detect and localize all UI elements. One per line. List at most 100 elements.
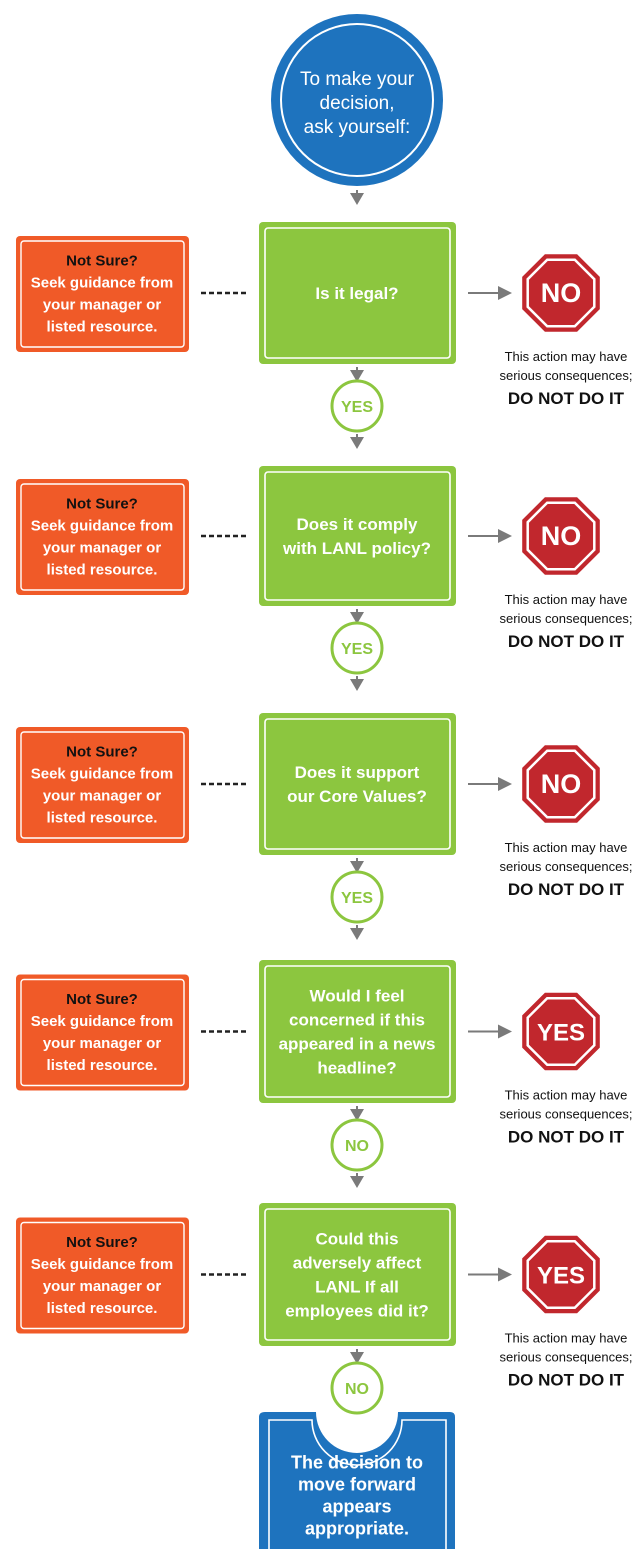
answer-circle — [330, 621, 384, 675]
question-text: Does it support — [295, 763, 420, 782]
warning-text: serious consequences; — [500, 1107, 633, 1122]
question-text: Does it comply — [297, 515, 418, 534]
question-text: concerned if this — [289, 1011, 425, 1030]
not-sure-box-border — [20, 483, 185, 591]
right-arrow-icon — [498, 286, 512, 300]
start-text: ask yourself: — [304, 117, 411, 138]
question-text: with LANL policy? — [282, 539, 431, 558]
warning-emphasis: DO NOT DO IT — [508, 632, 625, 651]
question-box-border — [264, 965, 451, 1098]
right-arrow-icon — [498, 529, 512, 543]
down-arrow-icon — [350, 861, 364, 873]
question-box-border — [264, 718, 451, 850]
end-box — [259, 1412, 455, 1549]
question-box — [259, 1203, 456, 1346]
not-sure-title: Not Sure? — [66, 252, 138, 269]
not-sure-box — [16, 479, 189, 595]
not-sure-box — [16, 727, 189, 843]
stop-sign-ring — [526, 996, 596, 1067]
not-sure-text: Seek guidance from — [31, 765, 174, 782]
not-sure-box-border — [20, 240, 185, 348]
stop-sign-icon — [522, 497, 600, 575]
answer-label: YES — [341, 399, 373, 416]
question-box — [259, 713, 456, 855]
question-box — [259, 466, 456, 606]
not-sure-text: listed resource. — [47, 1300, 158, 1317]
not-sure-text: Seek guidance from — [31, 517, 174, 534]
not-sure-title: Not Sure? — [66, 991, 138, 1008]
down-arrow-icon — [350, 679, 364, 691]
stop-sign-icon — [522, 745, 600, 823]
down-arrow-icon — [350, 1352, 364, 1364]
start-text: To make your — [300, 69, 415, 90]
stop-sign-icon — [522, 1235, 600, 1314]
stop-sign-ring — [526, 749, 596, 819]
not-sure-text: listed resource. — [47, 809, 158, 826]
end-box-border — [268, 1419, 447, 1549]
not-sure-title: Not Sure? — [66, 743, 138, 760]
not-sure-text: listed resource. — [47, 561, 158, 578]
not-sure-box — [16, 1217, 189, 1334]
warning-text: serious consequences; — [500, 368, 633, 383]
warning-text: serious consequences; — [500, 611, 633, 626]
answer-circle — [330, 870, 384, 924]
stop-sign-label: YES — [537, 1020, 585, 1047]
question-text: our Core Values? — [287, 787, 427, 806]
warning-text: This action may have — [505, 592, 628, 607]
stop-sign-label: NO — [541, 278, 582, 308]
warning-text: This action may have — [505, 840, 628, 855]
stop-sign-label: NO — [541, 769, 582, 799]
start-circle — [271, 14, 443, 186]
down-arrow-icon — [350, 928, 364, 940]
not-sure-text: your manager or — [43, 1035, 162, 1052]
question-box-border — [264, 1208, 451, 1341]
question-box-border — [264, 227, 451, 359]
down-arrow-icon — [350, 1109, 364, 1121]
not-sure-box — [16, 974, 189, 1091]
start-text: decision, — [320, 93, 395, 114]
stop-sign-ring — [526, 258, 596, 328]
down-arrow-icon — [350, 437, 364, 449]
question-box-border — [264, 471, 451, 601]
not-sure-box-border — [20, 1221, 185, 1330]
question-text: Would I feel — [309, 987, 404, 1006]
not-sure-text: Seek guidance from — [31, 274, 174, 291]
right-arrow-icon — [498, 1267, 512, 1282]
question-text: adversely affect — [293, 1254, 422, 1273]
question-text: LANL If all — [315, 1278, 399, 1297]
end-text: appears — [322, 1496, 391, 1516]
not-sure-title: Not Sure? — [66, 495, 138, 512]
warning-text: serious consequences; — [500, 859, 633, 874]
not-sure-box-border — [20, 978, 185, 1087]
warning-text: This action may have — [505, 1331, 628, 1346]
stop-sign-icon — [522, 254, 600, 332]
question-text: headline? — [317, 1059, 396, 1078]
question-box — [259, 222, 456, 364]
stop-sign-label: YES — [537, 1263, 585, 1290]
warning-emphasis: DO NOT DO IT — [508, 1371, 625, 1390]
answer-label: YES — [341, 890, 373, 907]
answer-circle — [330, 1118, 384, 1172]
start-circle-ring — [280, 23, 434, 177]
not-sure-title: Not Sure? — [66, 1234, 138, 1251]
warning-emphasis: DO NOT DO IT — [508, 880, 625, 899]
not-sure-text: your manager or — [43, 1278, 162, 1295]
not-sure-text: listed resource. — [47, 1057, 158, 1074]
answer-label: NO — [345, 1381, 369, 1398]
right-arrow-icon — [498, 1024, 512, 1039]
not-sure-text: your manager or — [43, 296, 162, 313]
not-sure-box-border — [20, 731, 185, 839]
not-sure-text: your manager or — [43, 787, 162, 804]
not-sure-text: Seek guidance from — [31, 1256, 174, 1273]
answer-circle — [330, 379, 384, 433]
answer-label: NO — [345, 1138, 369, 1155]
answer-circle — [330, 1361, 384, 1415]
not-sure-text: your manager or — [43, 539, 162, 556]
warning-text: serious consequences; — [500, 1350, 633, 1365]
warning-emphasis: DO NOT DO IT — [508, 1128, 625, 1147]
end-text: appropriate. — [305, 1518, 409, 1538]
end-text: move forward — [298, 1474, 416, 1494]
stop-sign-ring — [526, 501, 596, 571]
down-arrow-icon — [350, 1176, 364, 1188]
